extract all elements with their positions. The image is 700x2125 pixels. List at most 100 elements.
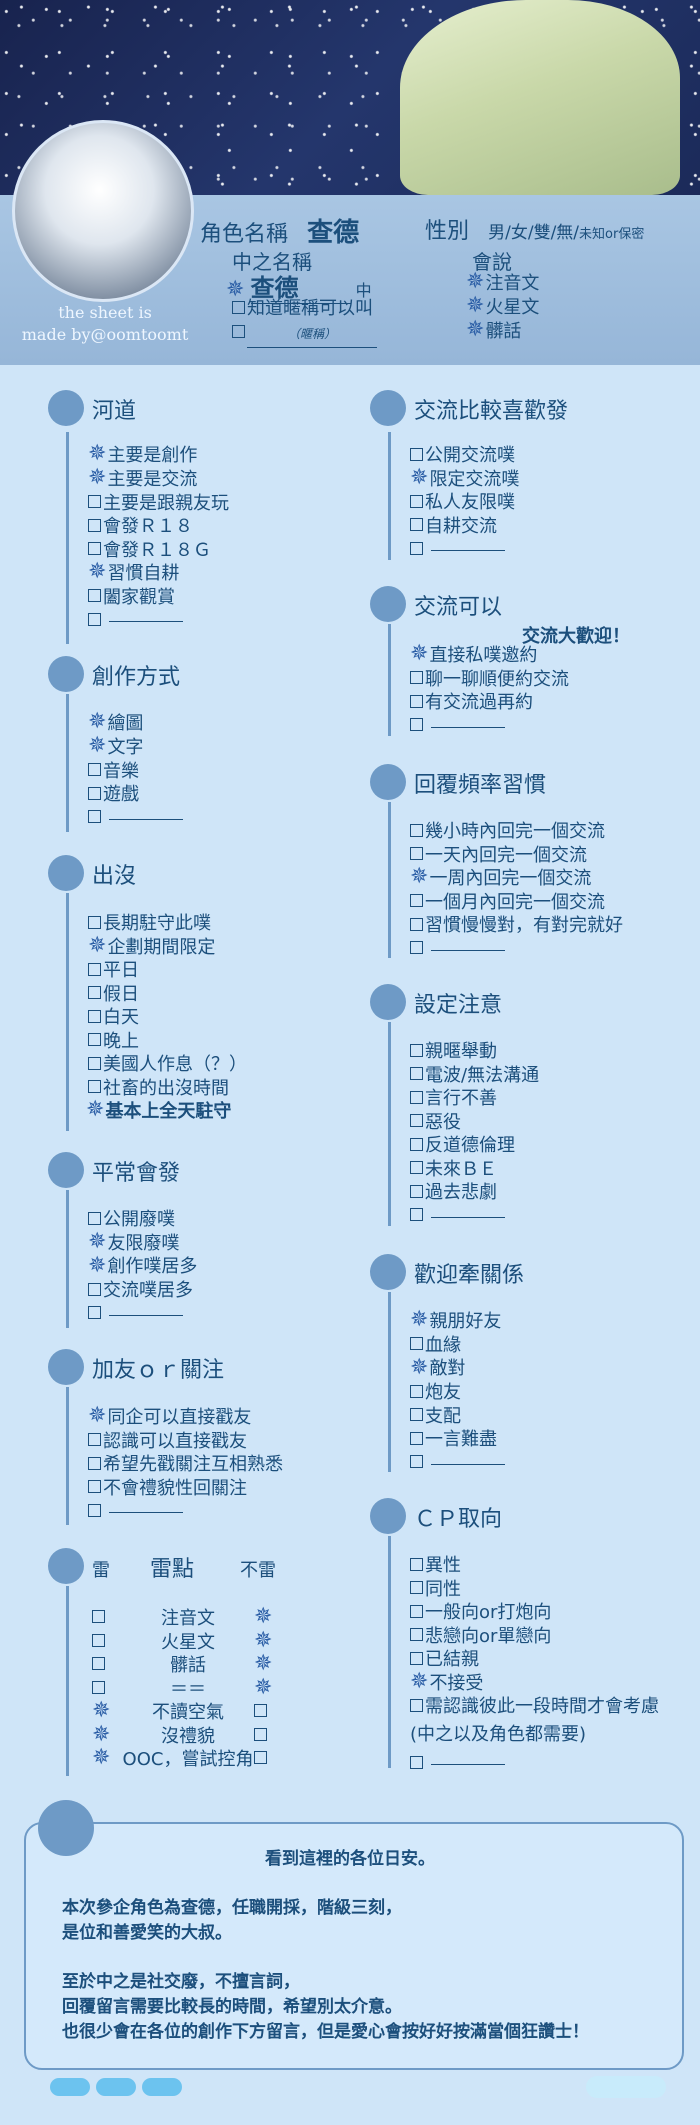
checkbox[interactable] [410,671,423,685]
checked-star-icon[interactable]: ✵ [410,464,429,490]
checkbox[interactable] [410,1337,423,1351]
cp-tail: (中之以及角色都需要) [410,1724,587,1745]
list-item-label: 言行不善 [425,1088,497,1109]
checkbox[interactable] [410,1431,423,1445]
checkbox[interactable] [88,1211,101,1225]
checkbox[interactable] [410,1114,423,1127]
checked-star-icon[interactable]: ✵ [88,1403,107,1429]
checked-star-icon[interactable]: ✵ [88,709,107,735]
checkbox[interactable] [410,1698,423,1712]
checkbox[interactable] [88,1282,101,1296]
checkbox[interactable] [88,1480,101,1494]
checkbox[interactable] [92,1610,105,1623]
checkbox[interactable] [88,495,101,508]
checkbox[interactable] [88,1080,101,1094]
checked-star-icon[interactable]: ✵ [88,1252,107,1278]
checkbox[interactable] [410,1043,423,1057]
checkbox[interactable] [88,1503,101,1517]
checkbox[interactable] [88,589,101,603]
checkbox[interactable] [88,763,101,776]
checkbox[interactable] [410,1581,423,1594]
checkbox[interactable] [254,1751,267,1764]
checkbox[interactable] [254,1727,267,1741]
decor-pill [142,2078,182,2096]
checked-star-icon[interactable]: ✵ [88,441,107,467]
checkbox[interactable] [88,1456,101,1470]
checked-star-icon[interactable]: ✵ [88,559,107,585]
checkbox[interactable] [410,447,423,461]
checkbox[interactable] [410,823,423,837]
checked-star-icon[interactable]: ✵ [92,1721,111,1747]
checkbox[interactable] [410,1384,423,1398]
checked-star-icon[interactable]: ✵ [410,1354,429,1380]
checkbox[interactable] [254,1704,267,1717]
checked-star-icon[interactable]: ✵ [88,1228,107,1254]
checkbox[interactable] [410,1408,423,1421]
checkbox[interactable] [92,1657,105,1670]
checkbox[interactable] [88,786,101,800]
checked-star-icon[interactable]: ✵ [410,641,429,667]
checkbox[interactable] [410,894,423,908]
checkbox[interactable] [410,1208,423,1221]
checkbox[interactable] [88,542,101,555]
section-bullet [48,855,84,891]
checked-star-icon[interactable]: ✵ [88,932,107,958]
checked-star-icon[interactable]: ✵ [254,1627,273,1653]
checkbox[interactable] [88,518,101,532]
checkbox[interactable] [410,1604,423,1618]
checked-star-icon[interactable]: ✵ [410,1668,429,1694]
checkbox[interactable] [232,324,245,338]
checkbox[interactable] [410,1137,423,1151]
list-item: ✵習慣自耕 [88,559,229,586]
checkbox[interactable] [88,962,101,976]
checked-star-icon[interactable]: ✵ [254,1674,273,1700]
lei-right-label: 不雷 [240,1560,276,1581]
checkbox[interactable] [410,494,423,508]
checkbox[interactable] [410,1161,423,1174]
checkbox[interactable] [88,915,101,929]
checkbox[interactable] [232,300,245,314]
checkbox[interactable] [410,541,423,555]
checkbox[interactable] [88,1433,101,1447]
checked-star-icon[interactable]: ✵ [254,1604,273,1629]
checkbox[interactable] [88,1056,101,1070]
checkbox[interactable] [92,1680,105,1694]
list-item-label: 過去悲劇 [425,1182,497,1203]
section-line [66,1586,69,1776]
gender-unknown: 未知or保密 [579,227,645,242]
checkbox[interactable] [410,1455,423,1468]
checked-star-icon[interactable]: ✵ [92,1745,111,1770]
list-item-label: 一般向or打炮向 [425,1602,552,1623]
checkbox[interactable] [410,847,423,860]
blank-line [109,1511,183,1514]
list-item-label: 反道德倫理 [425,1135,515,1156]
checkbox[interactable] [410,1651,423,1665]
checkbox[interactable] [410,718,423,732]
checkbox[interactable] [88,612,101,626]
checkbox[interactable] [410,1184,423,1198]
checkbox[interactable] [410,917,423,931]
checked-star-icon[interactable]: ✵ [254,1651,273,1676]
checkbox[interactable] [410,1090,423,1104]
checkbox[interactable] [92,1633,105,1647]
checkbox[interactable] [410,1755,423,1769]
checkbox[interactable] [88,986,101,1000]
checkbox[interactable] [88,810,101,823]
checkbox[interactable] [88,1306,101,1319]
checked-star-icon[interactable]: ✵ [410,1307,429,1333]
checkbox[interactable] [410,694,423,708]
list-item: 白天 [88,1006,247,1030]
checkbox[interactable] [410,1557,423,1571]
checked-star-icon[interactable]: ✵ [88,733,107,758]
checkbox[interactable] [410,1628,423,1641]
checked-star-icon[interactable]: ✵ [410,864,429,890]
checkbox[interactable] [88,1033,101,1047]
checkbox[interactable] [410,518,423,532]
checkbox[interactable] [88,1009,101,1023]
checked-star-icon[interactable]: ✵ [88,465,107,490]
checkbox[interactable] [410,1067,423,1080]
lang-label: 會說 [472,250,512,274]
checkbox[interactable] [410,941,423,955]
section-bullet [48,1349,84,1385]
checked-star-icon[interactable]: ✵ [92,1698,111,1723]
